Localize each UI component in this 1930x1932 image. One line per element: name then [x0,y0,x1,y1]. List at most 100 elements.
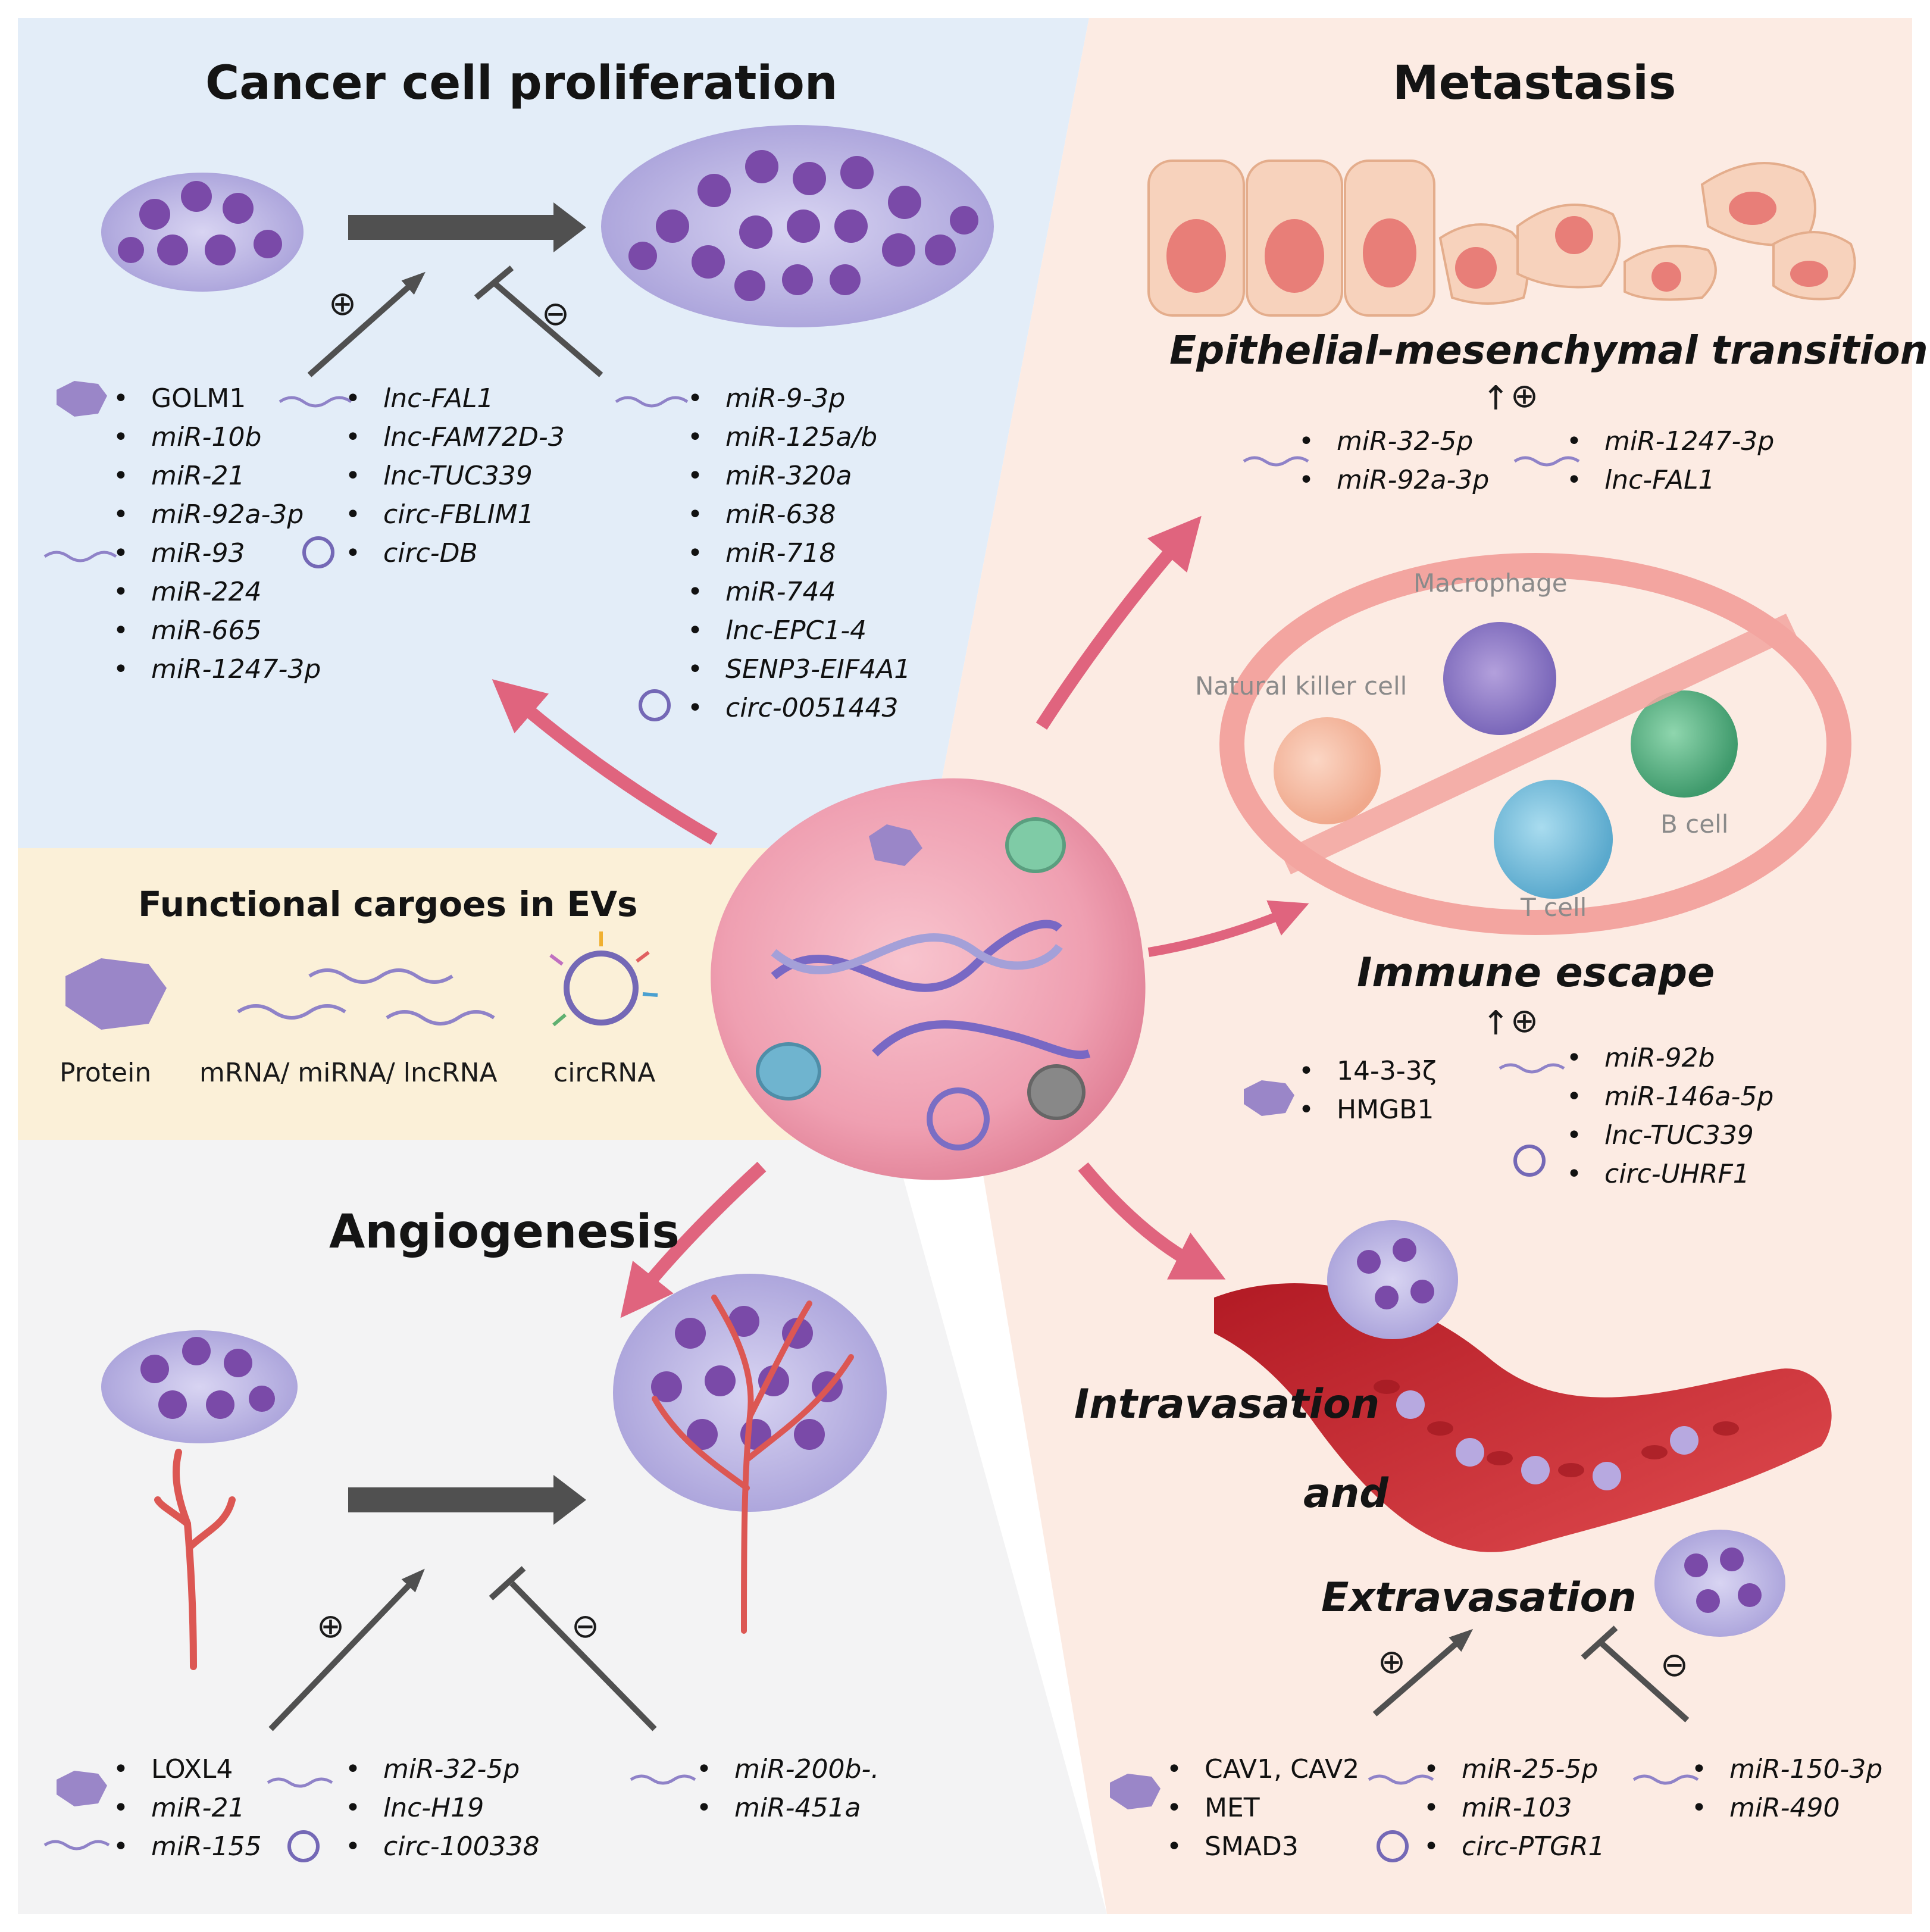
minus-symbol: ⊖ [571,1607,599,1646]
list-item: miR-718 [687,534,911,573]
and-label: and [1303,1470,1388,1517]
nk-cell-label: Natural killer cell [1195,671,1407,701]
list-item: miR-92a-3p [113,495,321,534]
protein-icon [65,958,167,1030]
minus-symbol: ⊖ [1660,1646,1688,1684]
list-item: 14-3-3ζ [1299,1052,1437,1090]
list-item: miR-200b-. [696,1750,879,1789]
progress-arrow-head [553,1475,586,1525]
list-item: lnc-EPC1-4 [687,611,911,650]
list-item: lnc-FAM72D-3 [345,418,565,457]
list-item: miR-21 [113,1789,262,1827]
small-cell-cluster-icon [101,173,304,292]
emt-title: Epithelial-mesenchymal transition [1169,327,1928,373]
list-circrna-icon [287,1830,320,1862]
b-cell-icon [1631,690,1738,798]
nk-cell-icon [1274,717,1381,824]
list-item: miR-1247-3p [113,650,321,689]
list-item: LOXL4 [113,1750,262,1789]
circrna-icon [549,931,658,1027]
plus-symbol: ⊕ [1378,1643,1406,1681]
list-item: circ-0051443 [687,689,911,727]
list-rna-icon [630,1774,696,1785]
list-rna-icon [1368,1774,1434,1785]
epithelial-cells-icon [1147,160,1856,317]
cargo-title: Functional cargoes in EVs [138,884,638,924]
list-item: miR-10b [113,418,321,457]
list-protein-icon [1110,1774,1160,1809]
list-item: SMAD3 [1166,1827,1359,1866]
circrna-label: circRNA [553,1058,656,1088]
list-item: miR-155 [113,1827,262,1866]
minus-symbol: ⊖ [542,295,570,333]
list-item: miR-93 [113,534,321,573]
list-protein-icon [57,1771,107,1806]
list-rna-icon [43,551,117,562]
macrophage-icon [1443,622,1556,735]
prohibition-slash [1280,613,1797,875]
list-protein-icon [1244,1080,1294,1116]
immune-up-arrow: ↑ [1482,1004,1510,1043]
inhibit-line [1599,1640,1690,1722]
list-protein-icon [57,381,107,417]
list-item: circ-FBLIM1 [345,495,565,534]
plus-symbol: ⊕ [317,1607,345,1646]
list-item: lnc-FAL1 [1566,461,1774,499]
arrow-to-angiogenesis [620,1161,767,1318]
sparse-vessel-icon [154,1449,236,1670]
list-item: lnc-H19 [345,1789,540,1827]
protein-label: Protein [60,1058,152,1088]
emt-list-a: miR-32-5pmiR-92a-3p [1299,422,1489,499]
list-item: MET [1166,1789,1359,1827]
intravasation-rna-list: miR-25-5pmiR-103circ-PTGR1 [1424,1750,1605,1866]
proliferation-rna-list: lnc-FAL1lnc-FAM72D-3lnc-TUC339circ-FBLIM… [345,379,565,573]
list-item: lnc-TUC339 [1566,1116,1773,1155]
immune-rna-list: miR-92bmiR-146a-5plnc-TUC339circ-UHRF1 [1566,1039,1773,1193]
list-item: miR-638 [687,495,911,534]
angiogenesis-promoter-list: LOXL4miR-21miR-155 [113,1750,262,1866]
arrow-to-emt [1036,515,1202,730]
angiogenesis-inhibitor-list: miR-200b-.miR-451a [696,1750,879,1827]
proliferation-inhibitor-list: miR-9-3pmiR-125a/bmiR-320amiR-638miR-718… [687,379,911,727]
list-item: miR-665 [113,611,321,650]
list-item: miR-32-5p [345,1750,540,1789]
list-item: miR-146a-5p [1566,1077,1773,1116]
list-item: miR-25-5p [1424,1750,1605,1789]
list-item: lnc-TUC339 [345,457,565,495]
list-item: miR-320a [687,457,911,495]
t-cell-label: T cell [1521,893,1587,922]
list-item: CAV1, CAV2 [1166,1750,1359,1789]
list-item: GOLM1 [113,379,321,418]
list-item: miR-150-3p [1691,1750,1882,1789]
list-rna-icon [43,1840,110,1850]
list-circrna-icon [1513,1145,1546,1177]
promote-arrow [1372,1628,1474,1717]
prohibition-sign-icon [1219,553,1851,935]
list-item: lnc-FAL1 [345,379,565,418]
list-circrna-icon [1377,1830,1409,1862]
promote-arrow [307,271,426,377]
arrow-to-immune [1147,900,1309,957]
cargo-panel [18,848,928,1140]
list-item: miR-125a/b [687,418,911,457]
progress-arrow-head [553,202,586,252]
intravasation-title: Intravasation [1074,1381,1380,1428]
proliferation-promoter-list: GOLM1miR-10bmiR-21miR-92a-3pmiR-93miR-22… [113,379,321,689]
inhibit-bar [1581,1625,1618,1660]
inhibit-bar [474,265,514,300]
t-cell-icon [1494,780,1613,899]
immune-plus-symbol: ⊕ [1510,1002,1538,1040]
list-rna-icon [1499,1063,1565,1074]
b-cell-label: B cell [1660,809,1729,839]
proliferation-title: Cancer cell proliferation [205,57,838,110]
list-circrna-icon [639,689,671,721]
list-item: miR-490 [1691,1789,1882,1827]
list-rna-icon [1243,456,1309,467]
promote-arrow [268,1568,425,1731]
list-item: miR-32-5p [1299,422,1489,461]
emt-list-b: miR-1247-3plnc-FAL1 [1566,422,1774,499]
list-item: circ-UHRF1 [1566,1155,1773,1193]
list-item: miR-92b [1566,1039,1773,1077]
list-item: miR-744 [687,573,911,611]
list-item: circ-PTGR1 [1424,1827,1605,1866]
